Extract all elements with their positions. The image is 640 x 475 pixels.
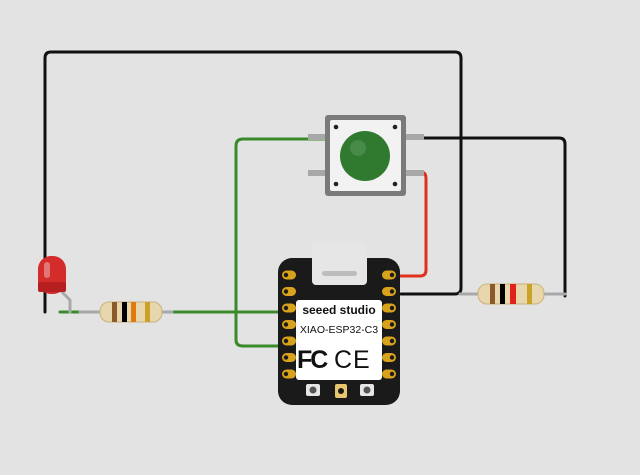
board-pin-hole — [283, 289, 289, 294]
resistor-button-band-3 — [510, 284, 516, 304]
board-pin-hole — [389, 338, 395, 344]
led — [38, 256, 66, 294]
ce-mark-icon: CE — [334, 346, 371, 374]
resistor-button-band-1 — [490, 284, 495, 304]
resistor-button-band-2 — [500, 284, 505, 304]
button-cap-highlight — [350, 140, 366, 156]
board-pin-pad — [382, 369, 396, 379]
xiao-board: seeed studio XIAO-ESP32-C3 FC CE — [278, 243, 400, 405]
board-pin-pad — [382, 287, 396, 296]
board-button-knob — [363, 386, 371, 394]
board-pin-pad — [382, 270, 396, 280]
resistor-led-band-1 — [112, 302, 117, 322]
button-corner-dot — [333, 181, 339, 187]
black-wire-button-resistor — [404, 136, 567, 298]
board-brand-text: seeed studio — [302, 303, 375, 317]
board-pin-hole — [283, 355, 289, 360]
board-pin-pad — [282, 353, 296, 362]
board-pin-hole — [283, 371, 289, 377]
resistor-button — [477, 283, 545, 305]
board-pin-hole — [389, 289, 395, 294]
resistor-button-band-4 — [527, 284, 532, 304]
board-pin-hole — [283, 338, 289, 344]
button-leg — [308, 134, 334, 140]
usb-c-connector — [312, 243, 367, 285]
board-pin-pad — [282, 320, 296, 329]
board-pads-right — [382, 270, 396, 379]
board-pin-hole — [283, 305, 289, 311]
resistor-led-band-3 — [131, 302, 136, 322]
resistor-led-band-4 — [145, 302, 150, 322]
board-pin-pad — [282, 369, 296, 379]
usb-c-slot — [322, 271, 357, 276]
led-base — [38, 282, 66, 292]
button-leg — [398, 134, 424, 140]
board-pin-pad — [282, 303, 296, 313]
resistor-led-band-2 — [122, 302, 127, 322]
button-leg — [398, 170, 424, 176]
board-pin-pad — [382, 303, 396, 313]
push-button — [308, 115, 424, 196]
board-pin-pad — [282, 336, 296, 346]
button-corner-dot — [392, 124, 398, 130]
resistor-led — [99, 301, 163, 323]
board-button-knob — [309, 386, 317, 394]
fcc-logo-icon: FC — [297, 346, 328, 374]
button-cap — [340, 131, 390, 181]
board-pin-pad — [382, 320, 396, 329]
button-leg — [308, 170, 334, 176]
green-wire-button-to-board — [234, 137, 333, 348]
board-pin-hole — [389, 355, 395, 360]
board-pads-left — [282, 270, 296, 379]
led-highlight — [44, 262, 50, 278]
black-wire-led-loop — [43, 50, 463, 314]
board-label-area — [296, 300, 382, 380]
led-lead-anode — [60, 290, 72, 314]
board-pin-hole — [389, 272, 395, 278]
board-antenna-hole — [338, 388, 344, 394]
board-pin-pad — [382, 353, 396, 362]
board-pin-pad — [282, 287, 296, 296]
board-model-text: XIAO-ESP32-C3 — [300, 324, 378, 336]
board-pin-hole — [283, 322, 289, 327]
button-corner-dot — [392, 181, 398, 187]
board-pin-hole — [389, 371, 395, 377]
board-pin-pad — [382, 336, 396, 346]
board-pin-hole — [389, 305, 395, 311]
board-pin-hole — [389, 322, 395, 327]
button-corner-dot — [333, 124, 339, 130]
board-pin-pad — [282, 270, 296, 280]
board-pin-hole — [283, 272, 289, 278]
